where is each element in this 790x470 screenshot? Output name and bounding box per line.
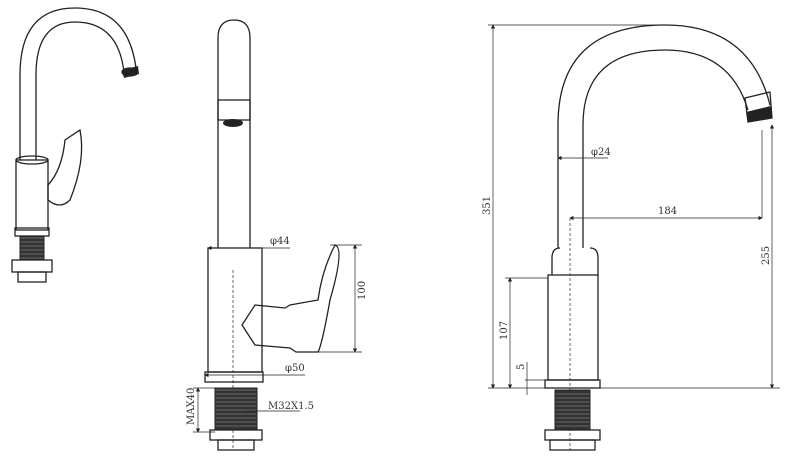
dim-handle-height: 100 <box>357 281 368 300</box>
perspective-view <box>11 7 139 283</box>
dim-spout-clearance: 255 <box>761 246 772 265</box>
dim-base-height: 5 <box>516 364 527 370</box>
dim-body-diameter: φ44 <box>270 236 290 247</box>
dim-spout-diameter: φ24 <box>591 147 611 158</box>
dim-reach: 184 <box>658 206 677 217</box>
dim-total-height: 351 <box>482 196 493 215</box>
dim-base-diameter: φ50 <box>285 363 305 374</box>
side-view: φ44 100 φ50 MAX40 M32X1.5 <box>186 19 368 451</box>
dim-max-thickness: MAX40 <box>186 388 197 425</box>
dim-body-height: 107 <box>499 321 510 340</box>
front-view: 351 φ24 184 255 107 5 <box>482 24 780 451</box>
dim-thread: M32X1.5 <box>268 401 314 412</box>
